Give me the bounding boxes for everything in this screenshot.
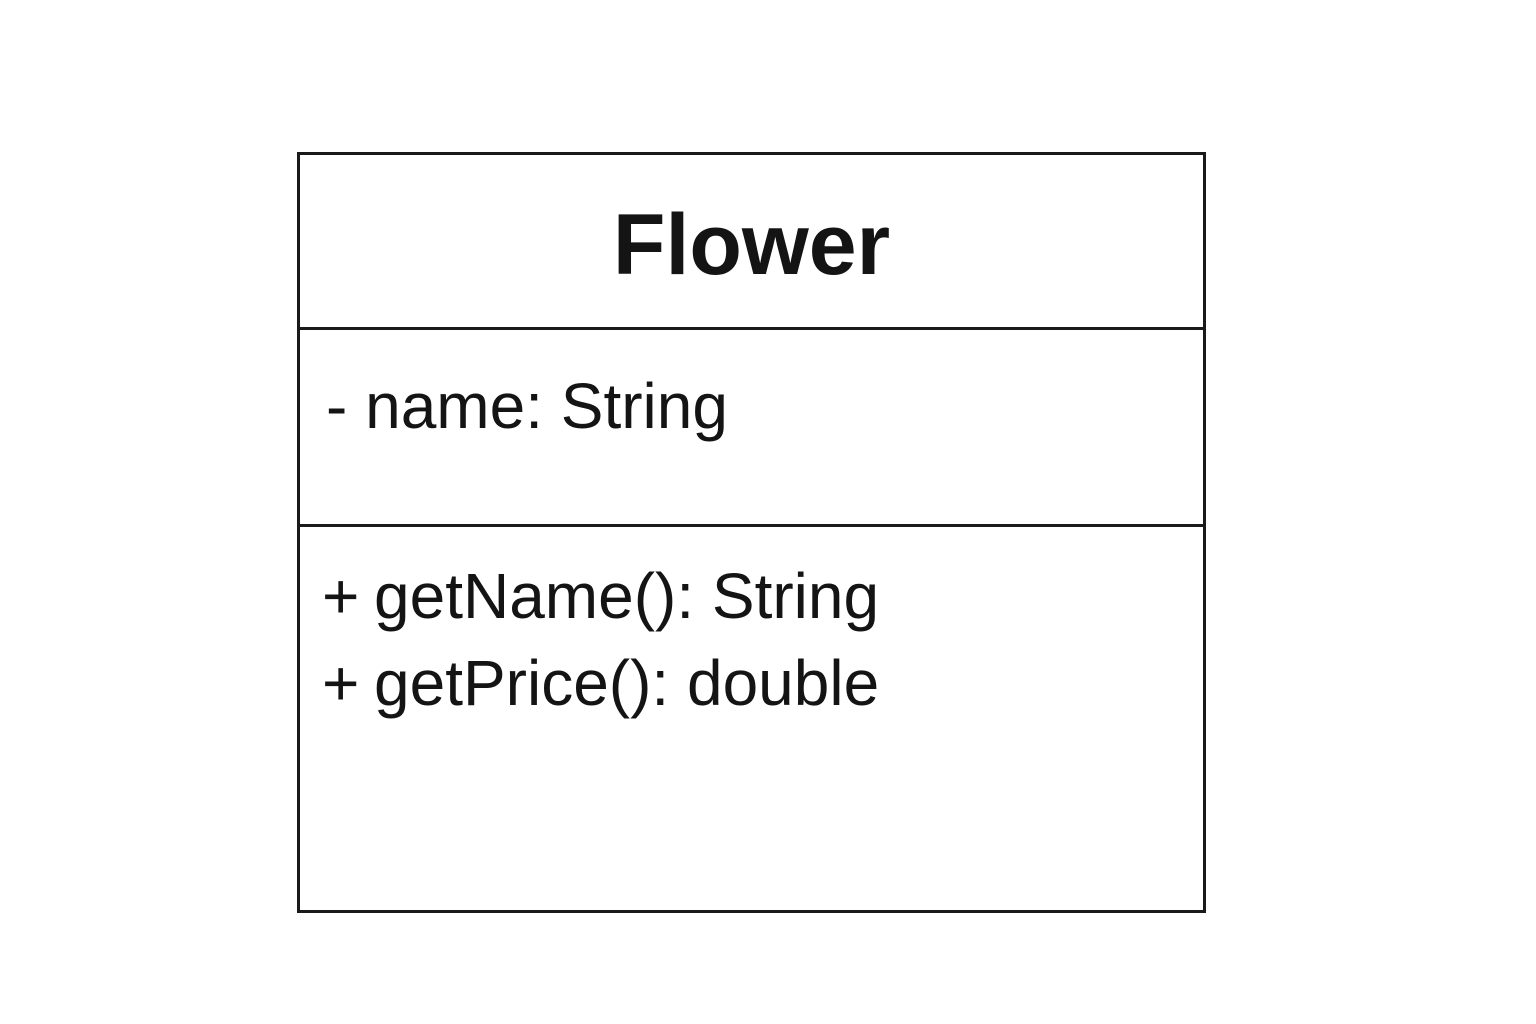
class-name-compartment: Flower (300, 155, 1203, 330)
uml-class-box: Flower - name: String +getName(): String… (297, 152, 1206, 913)
operation-visibility: + (322, 560, 360, 632)
attributes-compartment: - name: String (300, 330, 1203, 527)
class-name: Flower (612, 197, 891, 293)
operation-get-name: +getName(): String (322, 560, 879, 632)
attribute-name: - name: String (326, 370, 728, 442)
operation-text: getName(): String (374, 560, 880, 632)
attribute-text: name: String (365, 370, 728, 442)
operation-visibility: + (322, 647, 360, 719)
operations-compartment: +getName(): String +getPrice(): double (300, 527, 1203, 910)
operation-get-price: +getPrice(): double (322, 647, 879, 719)
attribute-visibility: - (326, 370, 348, 442)
operation-text: getPrice(): double (374, 647, 880, 719)
